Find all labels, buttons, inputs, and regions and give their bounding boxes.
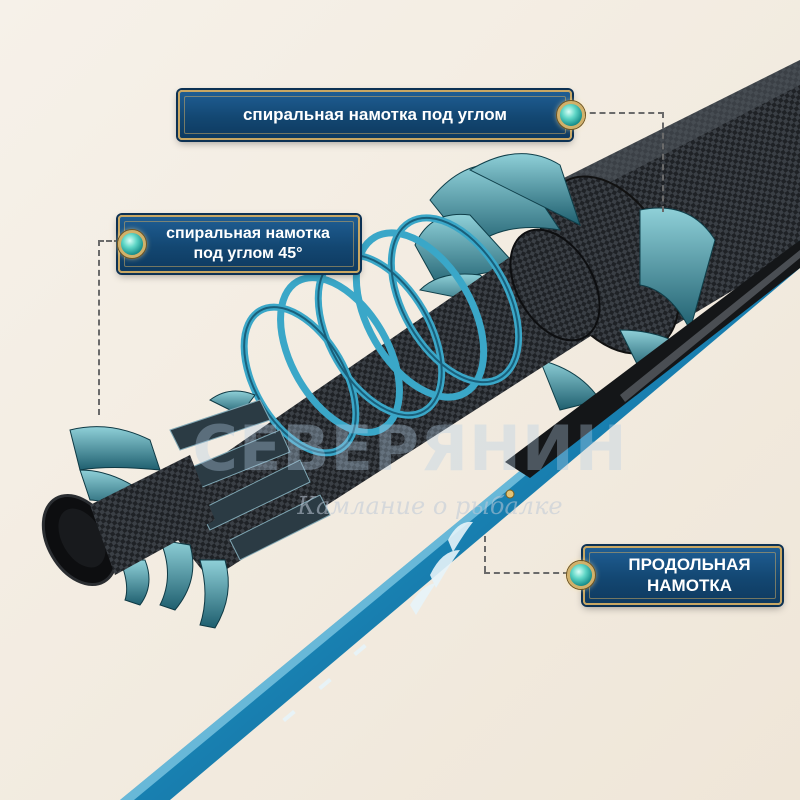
spiral-wrap-fins-top <box>414 153 716 411</box>
gem-marker-icon <box>567 561 595 589</box>
leader-line-left-vertical <box>98 240 100 415</box>
leader-line-top-vertical <box>662 112 664 212</box>
leader-line-left <box>98 240 120 242</box>
callout-spiral-45-label: спиральная намотка под углом 45° <box>166 225 330 262</box>
leader-line-top <box>580 112 664 114</box>
gem-marker-icon <box>557 101 585 129</box>
callout-longitudinal-label: ПРОДОЛЬНАЯ НАМОТКА <box>628 554 751 595</box>
spiral-wrap-fins-bottom <box>69 390 256 629</box>
threaded-butt-cap <box>41 455 215 587</box>
leader-line-bottom-vertical <box>484 536 486 572</box>
blue-rod-blank <box>120 240 800 800</box>
rod-calligraphy-marks <box>282 521 473 723</box>
callout-longitudinal: ПРОДОЛЬНАЯ НАМОТКА <box>583 546 782 605</box>
gem-marker-icon <box>118 230 146 258</box>
callout-spiral-45: спиральная намотка под углом 45° <box>118 215 360 273</box>
leader-line-bottom <box>484 572 569 574</box>
angled-carbon-blades <box>169 399 331 561</box>
callout-spiral-angle: спиральная намотка под углом <box>178 90 572 140</box>
callout-spiral-angle-label: спиральная намотка под углом <box>242 104 508 124</box>
